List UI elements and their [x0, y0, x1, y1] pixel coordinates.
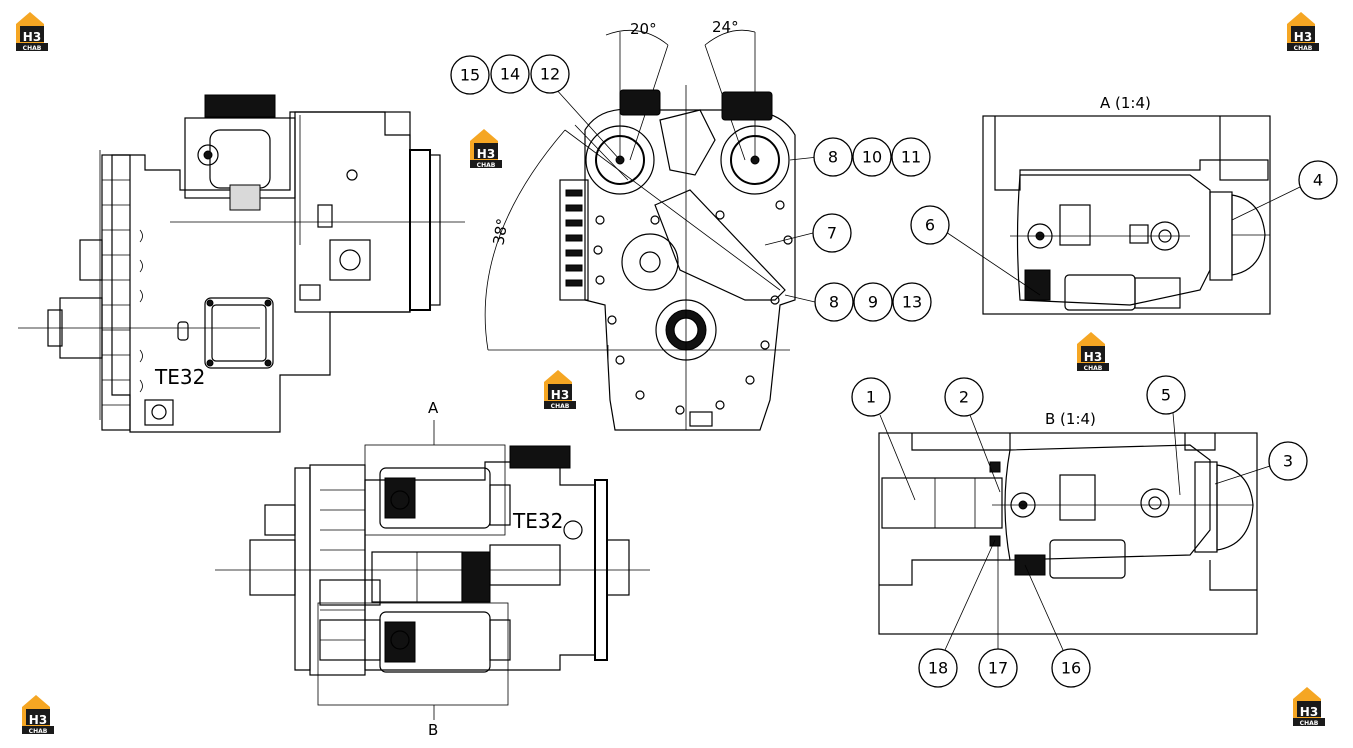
svg-text:H3: H3	[477, 147, 495, 161]
svg-text:4: 4	[1313, 171, 1323, 190]
callout-4[interactable]: 4	[1298, 160, 1338, 200]
bottom-top-view: A B	[215, 399, 650, 739]
callout-12[interactable]: 12	[530, 54, 570, 94]
svg-text:CHAB: CHAB	[1300, 720, 1319, 727]
svg-text:15: 15	[460, 66, 480, 85]
callouts-b: 1 2 5 3 18 17 16	[851, 375, 1308, 688]
svg-text:2: 2	[959, 388, 969, 407]
svg-text:16: 16	[1061, 659, 1081, 678]
model-label-left: TE32	[154, 365, 205, 389]
center-front-view: 20° 24° 38°	[484, 18, 796, 431]
svg-text:H3: H3	[1294, 30, 1312, 44]
svg-text:H3: H3	[551, 388, 569, 402]
angle-side-label: 38°	[489, 217, 511, 246]
detail-view-a: A (1:4)	[982, 94, 1271, 315]
svg-text:11: 11	[901, 148, 921, 167]
svg-text:CHAB: CHAB	[1294, 45, 1313, 52]
callouts-center: 15 14 12 8 10 11 7 8 9 13	[450, 54, 932, 322]
svg-text:8: 8	[828, 148, 838, 167]
svg-text:1: 1	[866, 388, 876, 407]
svg-text:9: 9	[868, 293, 878, 312]
callout-9[interactable]: 9	[853, 282, 893, 322]
left-side-view: TE32	[18, 94, 465, 433]
callout-17[interactable]: 17	[978, 648, 1018, 688]
callout-14[interactable]: 14	[490, 54, 530, 94]
callout-7[interactable]: 7	[812, 213, 852, 253]
svg-text:8: 8	[829, 293, 839, 312]
callout-13[interactable]: 13	[892, 282, 932, 322]
svg-text:CHAB: CHAB	[29, 728, 48, 735]
section-a-label: A	[428, 399, 439, 417]
logo-center: H3 CHAB	[544, 370, 576, 410]
detail-b-title: B (1:4)	[1045, 410, 1096, 428]
angle-right-label: 24°	[712, 18, 739, 36]
callout-10[interactable]: 10	[852, 137, 892, 177]
logo-left-center: H3 CHAB	[470, 129, 502, 169]
svg-text:12: 12	[540, 65, 560, 84]
detail-a-title: A (1:4)	[1100, 94, 1151, 112]
svg-text:10: 10	[862, 148, 882, 167]
svg-text:14: 14	[500, 65, 520, 84]
callout-5[interactable]: 5	[1146, 375, 1186, 415]
svg-text:CHAB: CHAB	[23, 45, 42, 52]
svg-text:5: 5	[1161, 386, 1171, 405]
svg-text:18: 18	[928, 659, 948, 678]
svg-text:6: 6	[925, 216, 935, 235]
callout-6[interactable]: 6	[910, 205, 950, 245]
angle-left-label: 20°	[630, 20, 657, 38]
svg-text:17: 17	[988, 659, 1008, 678]
callout-8-bottom[interactable]: 8	[814, 282, 854, 322]
svg-text:CHAB: CHAB	[477, 162, 496, 169]
logo-bottom-right: H3 CHAB	[1293, 687, 1325, 727]
logo-right-center: H3 CHAB	[1077, 332, 1109, 372]
section-b-label: B	[428, 721, 438, 739]
svg-text:7: 7	[827, 224, 837, 243]
svg-text:H3: H3	[29, 713, 47, 727]
callout-8-top[interactable]: 8	[813, 137, 853, 177]
logo-top-left: H3 CHAB	[16, 12, 48, 52]
callouts-a: 4 6	[910, 160, 1338, 296]
svg-text:H3: H3	[1084, 350, 1102, 364]
svg-text:CHAB: CHAB	[551, 403, 570, 410]
callout-15[interactable]: 15	[450, 55, 490, 95]
callout-11[interactable]: 11	[891, 137, 931, 177]
logo-top-right: H3 CHAB	[1287, 12, 1319, 52]
model-label-bottom: TE32	[512, 509, 563, 533]
svg-text:CHAB: CHAB	[1084, 365, 1103, 372]
svg-text:3: 3	[1283, 452, 1293, 471]
svg-text:H3: H3	[1300, 705, 1318, 719]
callout-3[interactable]: 3	[1268, 441, 1308, 481]
callout-18[interactable]: 18	[918, 648, 958, 688]
detail-view-b: B (1:4)	[878, 410, 1258, 635]
svg-text:13: 13	[902, 293, 922, 312]
svg-text:H3: H3	[23, 30, 41, 44]
callout-16[interactable]: 16	[1051, 648, 1091, 688]
callout-1[interactable]: 1	[851, 377, 891, 417]
callout-2[interactable]: 2	[944, 377, 984, 417]
logo-bottom-left: H3 CHAB	[22, 695, 54, 735]
